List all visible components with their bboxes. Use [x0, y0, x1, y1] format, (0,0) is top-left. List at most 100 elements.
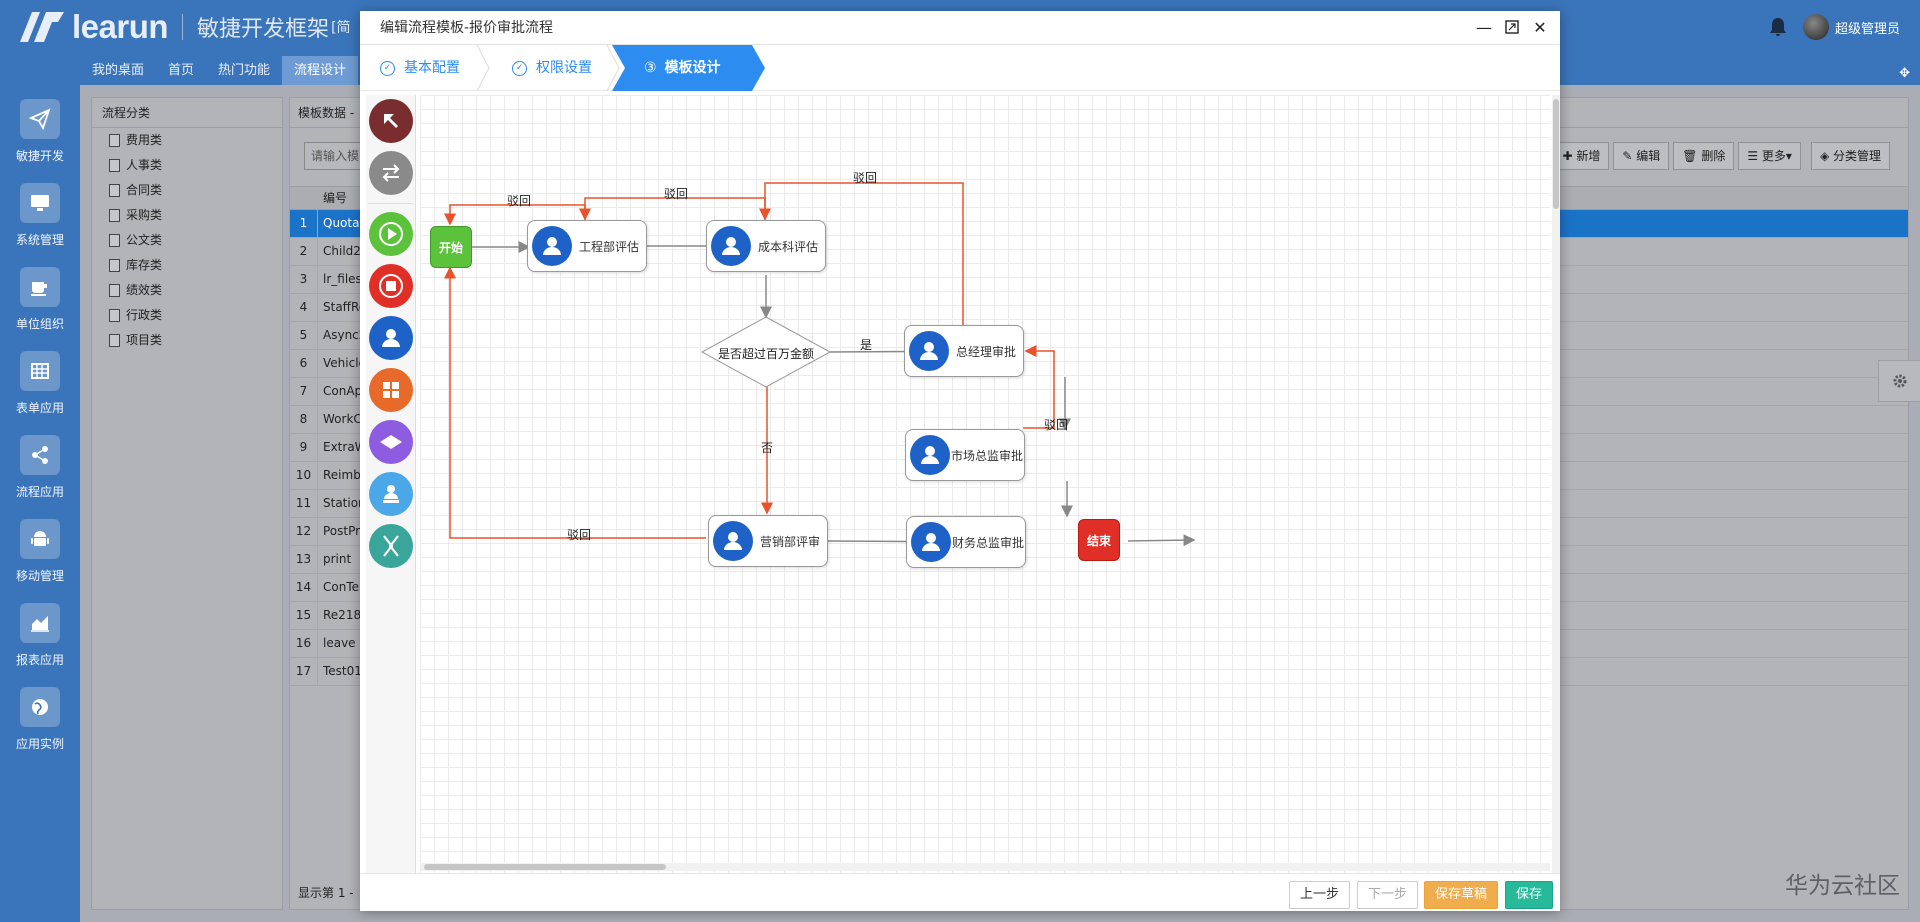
category-item[interactable]: 库存类 [92, 253, 282, 278]
paper-plane-icon [20, 99, 60, 139]
user-icon [532, 226, 572, 266]
tab-flow-design[interactable]: 流程设计 [282, 56, 359, 85]
category-item[interactable]: 费用类 [92, 128, 282, 153]
category-item[interactable]: 公文类 [92, 228, 282, 253]
category-item[interactable]: 项目类 [92, 328, 282, 353]
reject-label[interactable]: 驳回 [507, 194, 532, 208]
step-basic-config[interactable]: ✓基本配置 [380, 45, 460, 91]
more-button-label: 更多▾ [1761, 149, 1792, 163]
flow-end-node[interactable]: 结束 [1078, 519, 1120, 561]
flow-start-node[interactable]: 开始 [430, 226, 472, 268]
edit-button[interactable]: ✎ 编辑 [1613, 142, 1670, 170]
row-number: 3 [290, 266, 318, 293]
next-step-button[interactable]: 下一步 [1357, 881, 1419, 909]
settings-gear-icon[interactable] [1878, 360, 1920, 402]
tab-hot-functions[interactable]: 热门功能 [218, 63, 271, 78]
end-node-label: 结束 [1086, 533, 1111, 548]
no-label[interactable]: 否 [761, 441, 774, 455]
more-button[interactable]: ☰ 更多▾ [1738, 142, 1801, 170]
save-button[interactable]: 保存 [1505, 881, 1554, 909]
node-label: 营销部评审 [759, 534, 820, 549]
close-icon[interactable]: ✕ [1533, 17, 1547, 37]
row-number: 10 [290, 462, 318, 489]
scrollbar-thumb[interactable] [424, 864, 666, 870]
row-number: 1 [290, 210, 318, 237]
sidebar-item-system[interactable]: 系统管理 [0, 169, 80, 253]
category-manage-button[interactable]: ◈ 分类管理 [1810, 142, 1890, 170]
category-label: 人事类 [126, 158, 163, 172]
flow-design-canvas[interactable]: 开始 工程部评估 成本科评估 是否超过百万金额 总经理审批 市场总监审批 营销部… [420, 95, 1550, 873]
row-number: 17 [290, 658, 318, 685]
category-item[interactable]: 行政类 [92, 303, 282, 328]
canvas-vertical-scrollbar[interactable] [1552, 95, 1560, 873]
sidebar-item-mobile[interactable]: 移动管理 [0, 505, 80, 589]
decision-node-label[interactable]: 是否超过百万金额 [717, 347, 814, 361]
sidebar-item-agile-dev[interactable]: 敏捷开发 [0, 85, 80, 169]
dialog-title: 编辑流程模板-报价审批流程 [380, 20, 554, 36]
scrollbar-thumb[interactable] [1553, 99, 1559, 209]
approval-node-tool[interactable] [368, 316, 413, 360]
maximize-icon[interactable] [1504, 19, 1520, 35]
sidebar-item-organization[interactable]: 单位组织 [0, 253, 80, 337]
bell-icon[interactable] [1769, 17, 1787, 37]
user-icon [911, 522, 951, 562]
logo[interactable]: learun 敏捷开发框架 [简 [18, 8, 351, 46]
connect-line-tool[interactable] [368, 151, 413, 195]
sidebar-label: 系统管理 [15, 233, 64, 247]
minimize-icon[interactable]: — [1476, 17, 1492, 37]
logo-mark-icon [20, 12, 64, 42]
subflow-node-tool[interactable] [368, 368, 413, 412]
sidebar-item-forms[interactable]: 表单应用 [0, 337, 80, 421]
cc-node-tool[interactable] [368, 472, 413, 516]
node-gm-approval[interactable]: 总经理审批 [904, 325, 1024, 377]
sidebar-label: 报表应用 [15, 653, 64, 667]
canvas-horizontal-scrollbar[interactable] [420, 863, 1550, 871]
sidebar-item-flow-apps[interactable]: 流程应用 [0, 421, 80, 505]
merge-node-tool[interactable] [368, 524, 413, 568]
category-item[interactable]: 合同类 [92, 178, 282, 203]
user-stack-icon [382, 485, 399, 503]
delete-button[interactable]: 🗑 删除 [1673, 142, 1735, 170]
category-item[interactable]: 采购类 [92, 203, 282, 228]
save-draft-button[interactable]: 保存草稿 [1424, 881, 1499, 909]
tab-home[interactable]: 首页 [168, 63, 195, 78]
user-name[interactable]: 超级管理员 [1834, 21, 1900, 37]
toolbox-divider [368, 203, 413, 204]
yes-label[interactable]: 是 [860, 338, 873, 352]
condition-node-tool[interactable] [368, 420, 413, 464]
sidebar-item-reports[interactable]: 报表应用 [0, 589, 80, 673]
prev-step-button[interactable]: 上一步 [1289, 881, 1351, 909]
document-icon [109, 184, 120, 197]
fullscreen-expand-icon[interactable]: ✥ [1899, 66, 1910, 81]
sidebar-label: 单位组织 [15, 317, 64, 331]
end-node-tool[interactable] [368, 264, 413, 308]
category-item[interactable]: 人事类 [92, 153, 282, 178]
user-avatar[interactable] [1802, 14, 1829, 40]
column-header-number[interactable]: 编号 [323, 191, 348, 205]
sidebar-item-examples[interactable]: 应用实例 [0, 673, 80, 757]
row-number: 14 [290, 574, 318, 601]
node-sales-review[interactable]: 营销部评审 [708, 515, 828, 567]
node-market-approval[interactable]: 市场总监审批 [905, 429, 1025, 481]
node-cost-review[interactable]: 成本科评估 [706, 220, 826, 272]
dialog-footer: 上一步 下一步 保存草稿 保存 [360, 873, 1560, 911]
start-node-tool[interactable] [368, 212, 413, 256]
add-button[interactable]: ✚ 新增 [1553, 142, 1610, 170]
category-label: 公文类 [126, 233, 163, 247]
select-pointer-tool[interactable] [368, 99, 413, 143]
step-permissions[interactable]: ✓权限设置 [512, 45, 592, 91]
document-icon [109, 309, 120, 322]
category-item[interactable]: 绩效类 [92, 278, 282, 303]
category-label: 采购类 [126, 208, 163, 222]
play-icon [378, 222, 403, 246]
reject-label[interactable]: 驳回 [664, 187, 689, 201]
node-engineering-review[interactable]: 工程部评估 [527, 220, 647, 272]
dialog-header: 编辑流程模板-报价审批流程 — ✕ [360, 11, 1560, 45]
reject-label[interactable]: 驳回 [567, 528, 592, 542]
reject-label[interactable]: 驳回 [1044, 418, 1069, 432]
tab-my-desktop[interactable]: 我的桌面 [92, 63, 145, 78]
reject-label[interactable]: 驳回 [853, 171, 878, 185]
document-icon [109, 284, 120, 297]
node-finance-approval[interactable]: 财务总监审批 [906, 516, 1026, 568]
